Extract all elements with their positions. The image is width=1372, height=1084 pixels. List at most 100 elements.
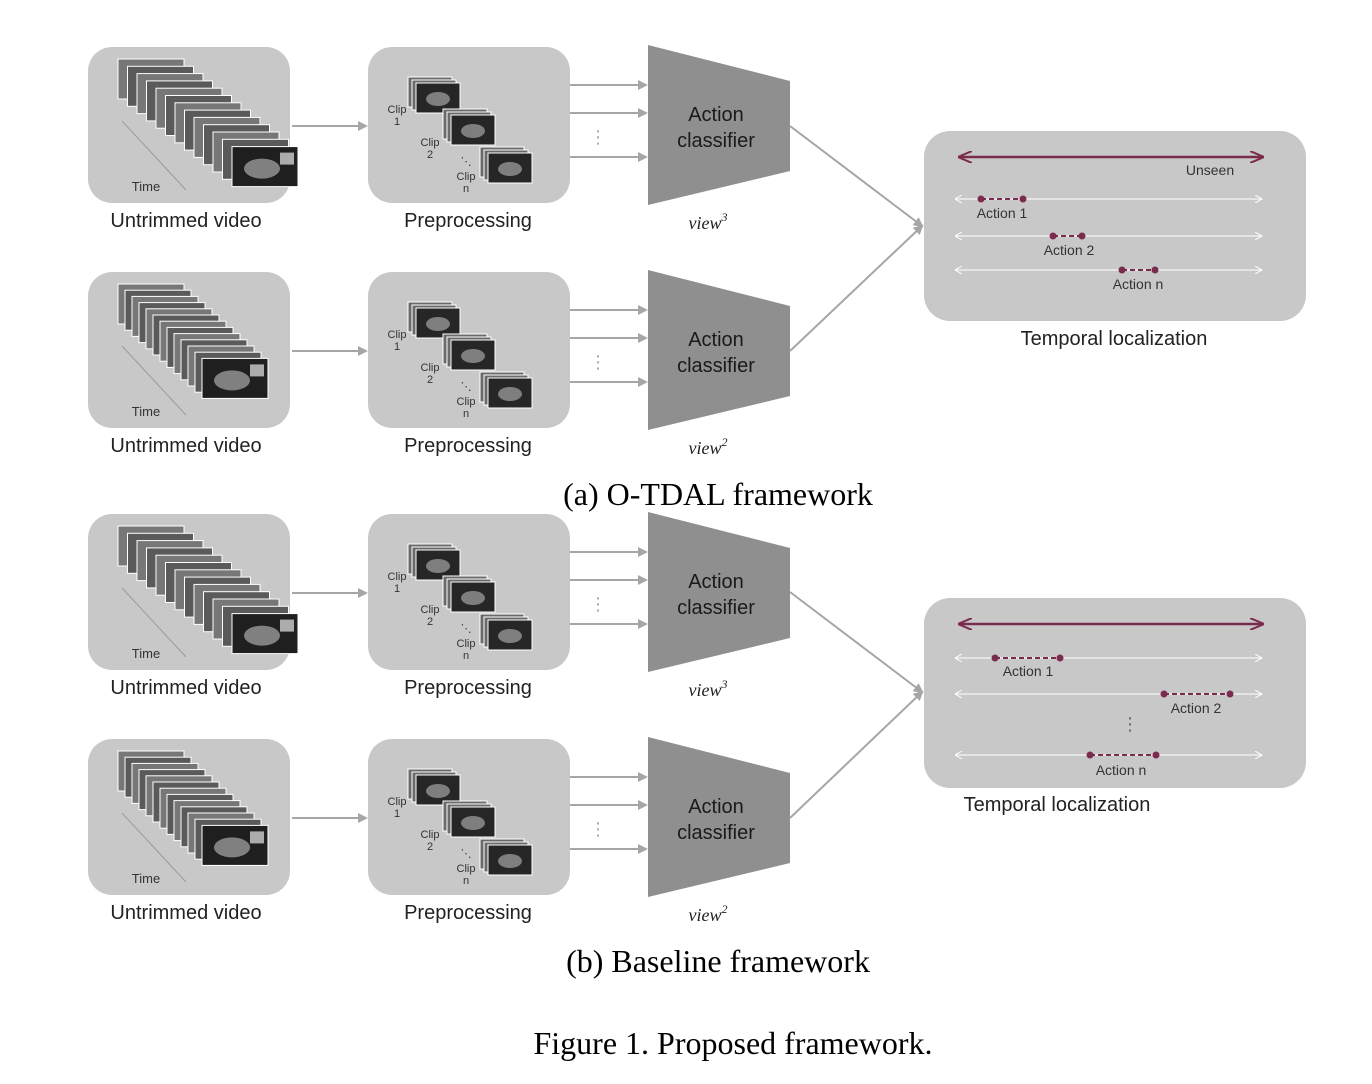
panel-b-row1-preproc-label: Preprocessing bbox=[404, 677, 532, 699]
panel-a-localization-box bbox=[924, 131, 1306, 321]
svg-text:Clip: Clip bbox=[421, 604, 440, 616]
panel-a-row2-view-label: view2 bbox=[689, 435, 728, 458]
panel-b-action2-start-dot bbox=[1160, 690, 1168, 698]
svg-text:Clip: Clip bbox=[421, 362, 440, 374]
panel-a-row1-arrow-ellipsis: ⋮ bbox=[589, 127, 607, 147]
svg-text:n: n bbox=[463, 183, 469, 195]
panel-a-row1-video-label: Untrimmed video bbox=[110, 210, 261, 232]
svg-text:Clip: Clip bbox=[388, 104, 407, 116]
panel-b-localization-box bbox=[924, 598, 1306, 788]
panel-a-actionn-start-dot bbox=[1118, 266, 1126, 274]
panel-b-row2-video-label: Untrimmed video bbox=[110, 902, 261, 924]
panel-b-row1-view-label: view3 bbox=[689, 677, 728, 700]
panel-a-row1-view-label: view3 bbox=[689, 210, 728, 233]
panel-b-caption: (b) Baseline framework bbox=[566, 943, 870, 979]
panel-b-row2-classifier-line1: Action bbox=[688, 796, 744, 818]
panel-b-row2-arrow-ellipsis: ⋮ bbox=[589, 819, 607, 839]
panel-b-row1-arrow-ellipsis: ⋮ bbox=[589, 594, 607, 614]
svg-text:Clip: Clip bbox=[457, 638, 476, 650]
panel-b-localization: Action 1 Action 2 ⋮ Action n bbox=[924, 598, 1306, 788]
panel-b-arrow-view2-loc bbox=[789, 690, 924, 819]
panel-b-row2-clip-ellipsis: ⋱ bbox=[461, 848, 472, 860]
panel-a-row1-classifier: Action classifier bbox=[648, 45, 790, 205]
panel-b-row1-video-box: Time bbox=[88, 514, 299, 670]
panel-b-row1-clip-ellipsis: ⋱ bbox=[461, 623, 472, 635]
figure-caption: Figure 1. Proposed framework. bbox=[533, 1025, 932, 1061]
panel-b-row2-preproc-label: Preprocessing bbox=[404, 902, 532, 924]
panel-a-row1-preproc-label: Preprocessing bbox=[404, 210, 532, 232]
panel-a-row2-video-label: Untrimmed video bbox=[110, 435, 261, 457]
panel-a-actionn: Action n bbox=[956, 266, 1262, 292]
panel-a-actionn-end-dot bbox=[1151, 266, 1159, 274]
svg-text:1: 1 bbox=[394, 341, 400, 353]
svg-text:Clip: Clip bbox=[388, 796, 407, 808]
panel-b-row2-video-box: Time bbox=[88, 739, 290, 895]
panel-a-localization-label: Temporal localization bbox=[1021, 328, 1208, 350]
panel-a-action2-start-dot bbox=[1049, 232, 1057, 240]
panel-b-row1-time-label: Time bbox=[132, 646, 160, 661]
panel-a-row2-time-label: Time bbox=[132, 404, 160, 419]
svg-text:Clip: Clip bbox=[421, 829, 440, 841]
svg-text:1: 1 bbox=[394, 583, 400, 595]
panel-a-action1-end-dot bbox=[1019, 195, 1027, 203]
panel-b-action2-end-dot bbox=[1226, 690, 1234, 698]
panel-b-actionn: Action n bbox=[956, 751, 1262, 778]
svg-text:Clip: Clip bbox=[457, 863, 476, 875]
panel-a-row2-classifier-line2: classifier bbox=[677, 355, 755, 377]
panel-b-action2: Action 2 bbox=[956, 690, 1262, 716]
panel-a-row2-preproc-label: Preprocessing bbox=[404, 435, 532, 457]
svg-text:n: n bbox=[463, 408, 469, 420]
svg-text:n: n bbox=[463, 875, 469, 887]
panel-b-row1-classifier-line1: Action bbox=[688, 571, 744, 593]
panel-a-row2-classifier: Action classifier bbox=[648, 270, 790, 430]
panel-b-action1-label: Action 1 bbox=[1003, 663, 1054, 679]
svg-text:2: 2 bbox=[427, 374, 433, 386]
panel-a-row2-classifier-line1: Action bbox=[688, 329, 744, 351]
panel-b-row2-classifier-line2: classifier bbox=[677, 822, 755, 844]
svg-text:Clip: Clip bbox=[421, 137, 440, 149]
panel-a-action1-label: Action 1 bbox=[977, 205, 1028, 221]
svg-text:1: 1 bbox=[394, 808, 400, 820]
panel-b-action2-label: Action 2 bbox=[1171, 700, 1222, 716]
panel-b-action1: Action 1 bbox=[956, 654, 1262, 679]
panel-a-arrow-view2-loc bbox=[789, 224, 924, 352]
panel-b-action-ellipsis: ⋮ bbox=[1121, 714, 1139, 734]
panel-b-action1-start-dot bbox=[991, 654, 999, 662]
svg-text:Clip: Clip bbox=[388, 329, 407, 341]
panel-b-arrow-view3-loc bbox=[789, 591, 924, 694]
panel-a-action1: Action 1 bbox=[956, 195, 1262, 221]
svg-text:2: 2 bbox=[427, 841, 433, 853]
panel-b-actionn-end-dot bbox=[1152, 751, 1160, 759]
panel-b-actionn-start-dot bbox=[1086, 751, 1094, 759]
panel-a-row1-classifier-line1: Action bbox=[688, 104, 744, 126]
panel-a-unseen-label: Unseen bbox=[1186, 162, 1234, 178]
panel-b-actionn-label: Action n bbox=[1096, 762, 1147, 778]
svg-text:Clip: Clip bbox=[457, 396, 476, 408]
panel-a-row1-clip-ellipsis: ⋱ bbox=[461, 156, 472, 168]
panel-b-row2-classifier: Action classifier bbox=[648, 737, 790, 897]
svg-text:1: 1 bbox=[394, 116, 400, 128]
panel-a-row1-time-label: Time bbox=[132, 179, 160, 194]
panel-b-action1-end-dot bbox=[1056, 654, 1064, 662]
svg-text:2: 2 bbox=[427, 616, 433, 628]
svg-text:n: n bbox=[463, 650, 469, 662]
panel-a-action2-end-dot bbox=[1078, 232, 1086, 240]
panel-a-row2-clip-ellipsis: ⋱ bbox=[461, 381, 472, 393]
svg-text:Clip: Clip bbox=[457, 171, 476, 183]
panel-a-row1-classifier-line2: classifier bbox=[677, 130, 755, 152]
panel-a-arrow-view3-loc bbox=[789, 125, 924, 228]
